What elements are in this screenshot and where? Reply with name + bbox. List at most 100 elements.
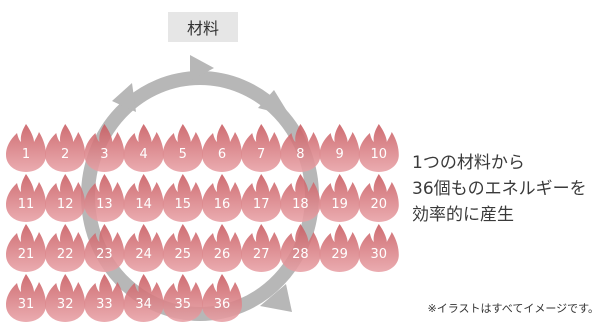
flame-number: 7 bbox=[257, 147, 265, 162]
flame-item: 19 bbox=[319, 174, 360, 222]
flame-number: 18 bbox=[292, 197, 309, 212]
flame-item: 34 bbox=[123, 274, 164, 322]
flame-icon bbox=[319, 124, 360, 172]
flame-number: 9 bbox=[335, 147, 343, 162]
flame-number: 2 bbox=[61, 147, 69, 162]
flame-icon bbox=[45, 274, 86, 322]
flame-icon bbox=[280, 224, 321, 272]
flame-item: 3 bbox=[84, 124, 125, 172]
flame-icon bbox=[202, 124, 242, 172]
flame-item: 7 bbox=[241, 124, 282, 172]
flame-number: 20 bbox=[371, 197, 388, 212]
flame-item: 36 bbox=[202, 274, 242, 322]
flame-number: 3 bbox=[100, 147, 108, 162]
flame-icon bbox=[241, 124, 282, 172]
flame-item: 15 bbox=[162, 174, 203, 222]
flame-number: 5 bbox=[179, 147, 187, 162]
flame-number: 22 bbox=[57, 247, 74, 262]
flame-icon bbox=[202, 274, 242, 322]
flame-icon bbox=[162, 274, 203, 322]
flame-icon bbox=[319, 174, 360, 222]
flame-icon bbox=[280, 174, 321, 222]
flame-item: 22 bbox=[45, 224, 86, 272]
flame-item: 33 bbox=[84, 274, 125, 322]
flame-item: 14 bbox=[123, 174, 164, 222]
flame-number: 8 bbox=[296, 147, 304, 162]
flame-item: 18 bbox=[280, 174, 321, 222]
flame-item: 1 bbox=[6, 124, 46, 172]
flame-item: 6 bbox=[202, 124, 242, 172]
flame-number: 30 bbox=[371, 247, 388, 262]
flame-number: 11 bbox=[18, 197, 35, 212]
illustration-note: ※イラストはすべてイメージです。 bbox=[427, 302, 599, 315]
flame-number: 4 bbox=[139, 147, 147, 162]
flame-icon bbox=[162, 224, 203, 272]
flame-icon bbox=[123, 224, 164, 272]
flame-item: 16 bbox=[202, 174, 242, 222]
flame-number: 36 bbox=[214, 297, 231, 312]
flame-number: 21 bbox=[18, 247, 35, 262]
message-line: 1つの材料から bbox=[412, 153, 525, 173]
energy-message: 1つの材料から 36個ものエネルギーを 効率的に産生 bbox=[412, 150, 587, 228]
flame-number: 15 bbox=[175, 197, 192, 212]
flame-item: 27 bbox=[241, 224, 282, 272]
cycle-arrow-icon bbox=[112, 83, 136, 112]
flame-number: 29 bbox=[331, 247, 348, 262]
flame-icon bbox=[6, 224, 46, 272]
material-label: 材料 bbox=[168, 12, 238, 42]
flame-item: 25 bbox=[162, 224, 203, 272]
cycle-arrow-icon bbox=[258, 90, 290, 116]
flame-number: 1 bbox=[22, 147, 30, 162]
message-line: 効率的に産生 bbox=[412, 205, 514, 225]
cycle-arrow-icon bbox=[190, 55, 214, 81]
flame-item: 12 bbox=[45, 174, 86, 222]
flame-number: 17 bbox=[253, 197, 270, 212]
flame-icon bbox=[45, 174, 86, 222]
flame-item: 11 bbox=[6, 174, 46, 222]
flame-item: 35 bbox=[162, 274, 203, 322]
flame-number: 6 bbox=[218, 147, 226, 162]
flame-item: 9 bbox=[319, 124, 360, 172]
flame-icon bbox=[45, 124, 86, 172]
flame-item: 13 bbox=[84, 174, 125, 222]
flame-icon bbox=[162, 124, 203, 172]
flame-number: 16 bbox=[214, 197, 231, 212]
flame-icon bbox=[84, 124, 125, 172]
flame-item: 21 bbox=[6, 224, 46, 272]
flame-item: 26 bbox=[202, 224, 242, 272]
flame-number: 33 bbox=[96, 297, 113, 312]
flame-item: 20 bbox=[358, 174, 399, 222]
flame-number: 35 bbox=[175, 297, 192, 312]
flame-icon bbox=[241, 174, 282, 222]
cycle-arrow-icon bbox=[260, 284, 292, 312]
flame-item: 23 bbox=[84, 224, 125, 272]
flame-icon bbox=[84, 174, 125, 222]
flame-icon bbox=[6, 124, 46, 172]
flame-icon bbox=[123, 274, 164, 322]
flame-number: 31 bbox=[18, 297, 35, 312]
flame-item: 10 bbox=[358, 124, 399, 172]
flame-item: 24 bbox=[123, 224, 164, 272]
flame-number: 13 bbox=[96, 197, 113, 212]
flame-number: 34 bbox=[135, 297, 152, 312]
flame-item: 28 bbox=[280, 224, 321, 272]
flame-icon bbox=[202, 224, 242, 272]
cycle-ring bbox=[81, 55, 319, 321]
flame-item: 31 bbox=[6, 274, 46, 322]
flame-icon bbox=[358, 224, 399, 272]
flame-item: 17 bbox=[241, 174, 282, 222]
flame-icon bbox=[162, 174, 203, 222]
flame-number: 28 bbox=[292, 247, 309, 262]
flame-item: 4 bbox=[123, 124, 164, 172]
flame-icon bbox=[241, 224, 282, 272]
flame-icon bbox=[84, 224, 125, 272]
flame-number: 26 bbox=[214, 247, 231, 262]
flame-icon bbox=[319, 224, 360, 272]
flame-icon bbox=[358, 174, 399, 222]
flame-icon bbox=[123, 174, 164, 222]
flame-item: 2 bbox=[45, 124, 86, 172]
flame-number: 12 bbox=[57, 197, 74, 212]
message-line: 36個ものエネルギーを bbox=[412, 179, 587, 199]
flame-icon bbox=[202, 174, 242, 222]
